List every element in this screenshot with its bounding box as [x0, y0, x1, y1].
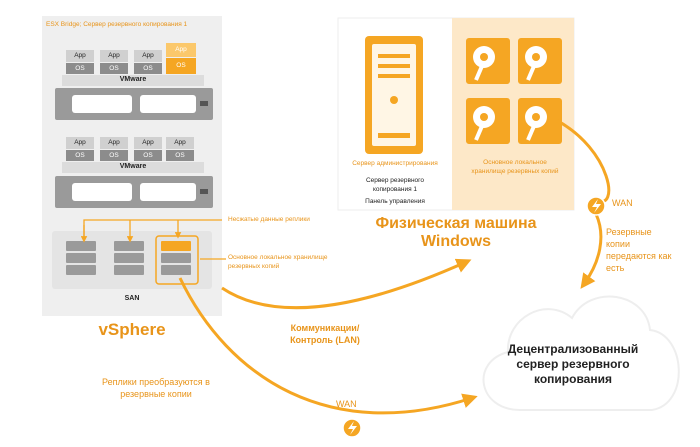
primary-storage-disk-icon — [155, 235, 199, 285]
vm-slot — [166, 137, 194, 161]
vm-app-label: App — [142, 139, 154, 146]
vm-slot — [134, 50, 162, 74]
vm-slot — [100, 50, 128, 74]
vm-os-label: OS — [109, 152, 119, 159]
vm-app-label: App — [108, 52, 120, 59]
physical-title-line1: Физическая машина — [375, 215, 537, 232]
physical-storage-label: Основное локальное хранилище резервных к… — [471, 159, 559, 175]
admin-server-label: Сервер администрирования — [352, 160, 438, 167]
disk-stack-icon — [66, 241, 96, 275]
esx-host-2 — [55, 137, 213, 208]
control-panel-label: Панель управления — [365, 198, 425, 205]
backup-server-label: Сервер резервного копирования 1 — [365, 177, 425, 193]
vm-slot-highlighted — [166, 43, 196, 74]
san-label: SAN — [124, 295, 140, 302]
vsphere-title: vSphere — [98, 320, 166, 339]
vm-os-label: OS — [75, 65, 85, 72]
replica-connectors — [80, 219, 226, 260]
replica-to-cloud-arrow — [178, 277, 478, 415]
vm-app-label: App — [142, 52, 154, 59]
vm-os-label: OS — [109, 65, 119, 72]
vm-app-label: App — [74, 52, 86, 59]
server-tower-icon — [365, 36, 423, 154]
vm-app-label: App — [174, 139, 186, 146]
vm-slot — [134, 137, 162, 161]
cloud-label: Децентрализованный сервер резервного коп… — [507, 342, 639, 386]
wan-top-label: WAN — [612, 198, 633, 208]
esx-host-1 — [55, 43, 213, 120]
sent-as-is-label: Резервные копии передаются как есть — [606, 227, 672, 273]
lan-label: Коммуникации/ Контроль (LAN) — [290, 323, 360, 345]
vm-app-label: App — [74, 139, 86, 146]
wan-bottom-label: WAN — [336, 399, 357, 409]
disk-stack-icon — [114, 241, 144, 275]
host-title: ESX Bridge; Сервер резервного копировани… — [46, 21, 188, 28]
vmware-label: VMware — [119, 76, 147, 83]
hard-disk-icon — [518, 98, 562, 144]
lightning-icon — [586, 196, 606, 216]
hard-disk-icon — [466, 38, 510, 84]
vm-os-label: OS — [143, 152, 153, 159]
lightning-icon — [342, 418, 362, 438]
wan-arrow-to-cloud — [580, 213, 603, 289]
uncompressed-replica-label: Несжатые данные реплики — [228, 216, 310, 223]
vmware-layer — [62, 75, 204, 86]
vm-os-label: OS — [75, 152, 85, 159]
hard-disk-icon — [518, 38, 562, 84]
physical-machine-title: Физическая машина Windows — [336, 215, 576, 251]
vm-app-label: App — [108, 139, 120, 146]
vm-app-label: App — [175, 46, 187, 53]
lan-arrow — [221, 258, 472, 310]
primary-storage-label: Основное локальное хранилище резервных к… — [228, 254, 328, 270]
vm-os-label: OS — [143, 65, 153, 72]
vm-slot — [66, 50, 94, 74]
vmware-label: VMware — [119, 163, 147, 170]
vm-os-label: OS — [176, 62, 186, 69]
cloud-shape — [482, 295, 680, 411]
vm-os-label: OS — [175, 152, 185, 159]
vmware-layer — [62, 162, 204, 173]
hard-disk-icon — [466, 98, 510, 144]
replicas-converted-label: Реплики преобразуются в резервные копии — [102, 377, 210, 399]
physical-title-line2: Windows — [420, 233, 492, 250]
vm-slot — [66, 137, 94, 161]
vm-slot — [100, 137, 128, 161]
